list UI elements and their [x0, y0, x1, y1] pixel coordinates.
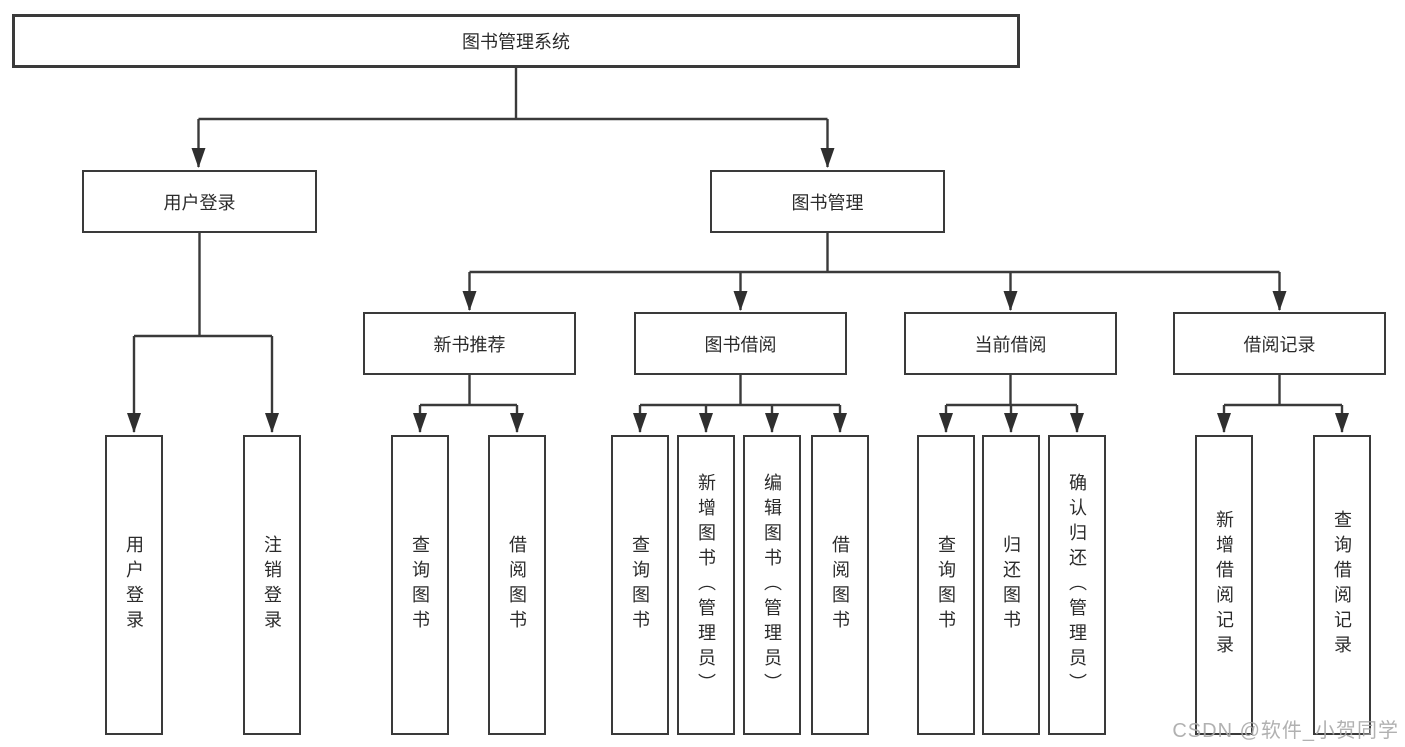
leaf-query-books-recommend: 查询图书 [391, 435, 449, 735]
node-new-book-recommend: 新书推荐 [363, 312, 576, 375]
leaf-query-borrow-record: 查询借阅记录 [1313, 435, 1371, 735]
connector-borrow-records-to-leaves [1217, 375, 1349, 433]
node-current-borrow: 当前借阅 [904, 312, 1117, 375]
leaf-borrow-books: 借阅图书 [811, 435, 869, 735]
connector-root-to-level2 [191, 68, 835, 168]
leaf-user-login: 用户登录 [105, 435, 163, 735]
connector-current-borrow-to-leaves [939, 375, 1084, 433]
connector-book-management-to-level3 [462, 233, 1287, 311]
connector-new-book-recommend-to-leaves [413, 375, 524, 433]
leaf-return-book: 归还图书 [982, 435, 1040, 735]
leaf-borrow-books-recommend: 借阅图书 [488, 435, 546, 735]
leaf-query-books-current: 查询图书 [917, 435, 975, 735]
connector-user-login-to-leaves [127, 233, 279, 433]
leaf-add-book-admin: 新增图书（管理员） [677, 435, 735, 735]
node-borrow-records: 借阅记录 [1173, 312, 1386, 375]
node-root: 图书管理系统 [12, 14, 1020, 68]
leaf-confirm-return-admin: 确认归还（管理员） [1048, 435, 1106, 735]
leaf-logout-login: 注销登录 [243, 435, 301, 735]
leaf-query-books-borrow: 查询图书 [611, 435, 669, 735]
node-book-borrow: 图书借阅 [634, 312, 847, 375]
leaf-edit-book-admin: 编辑图书（管理员） [743, 435, 801, 735]
leaf-add-borrow-record: 新增借阅记录 [1195, 435, 1253, 735]
connector-book-borrow-to-leaves [633, 375, 847, 433]
node-book-management: 图书管理 [710, 170, 945, 233]
watermark: CSDN @软件_小贺同学 [1172, 720, 1399, 742]
node-user-login: 用户登录 [82, 170, 317, 233]
